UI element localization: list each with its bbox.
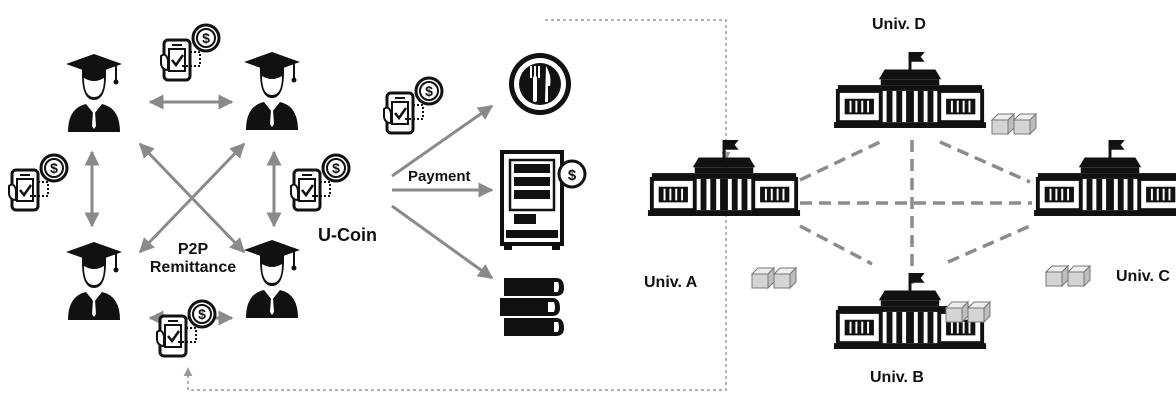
payment-label: Payment	[408, 168, 471, 185]
university-building-icon	[648, 140, 800, 216]
p2p-label-line1: P2P	[177, 241, 209, 258]
university-network-links	[799, 140, 1032, 284]
svg-text:$: $	[568, 167, 577, 184]
ledger-blocks-icon	[945, 301, 991, 323]
vending-machine-icon: $	[500, 150, 587, 250]
mobile-wallet-coin-icon	[383, 76, 444, 135]
p2p-arrows	[84, 94, 282, 326]
mobile-wallet-coin-icon	[290, 153, 351, 212]
graduate-student-icon	[243, 239, 301, 318]
university-building-icon	[1034, 140, 1176, 216]
graduate-student-icon	[65, 53, 123, 132]
ledger-blocks-icon	[991, 113, 1037, 135]
ledger-blocks-icon	[1045, 265, 1091, 287]
plate-cutlery-icon	[509, 53, 571, 115]
mobile-wallet-coin-icon	[160, 23, 221, 82]
payment-arrows	[391, 104, 494, 280]
univ-c-label: Univ. C	[1116, 268, 1170, 285]
p2p-label-line2: Remittance	[149, 259, 237, 276]
mobile-wallet-coin-icon	[8, 153, 69, 212]
mobile-wallet-coin-icon	[156, 299, 217, 358]
ledger-blocks-icon	[751, 267, 797, 289]
p2p-remittance-label: P2P Remittance	[140, 241, 246, 277]
books-stack-icon	[500, 278, 564, 336]
univ-d-label: Univ. D	[872, 16, 926, 33]
graduate-student-icon	[65, 241, 123, 320]
ucoin-label: U-Coin	[318, 225, 377, 245]
settlement-dotted-link	[183, 19, 731, 391]
graduate-student-icon	[243, 51, 301, 130]
univ-b-label: Univ. B	[870, 369, 924, 386]
univ-a-label: Univ. A	[644, 274, 698, 291]
university-building-icon	[834, 52, 986, 128]
